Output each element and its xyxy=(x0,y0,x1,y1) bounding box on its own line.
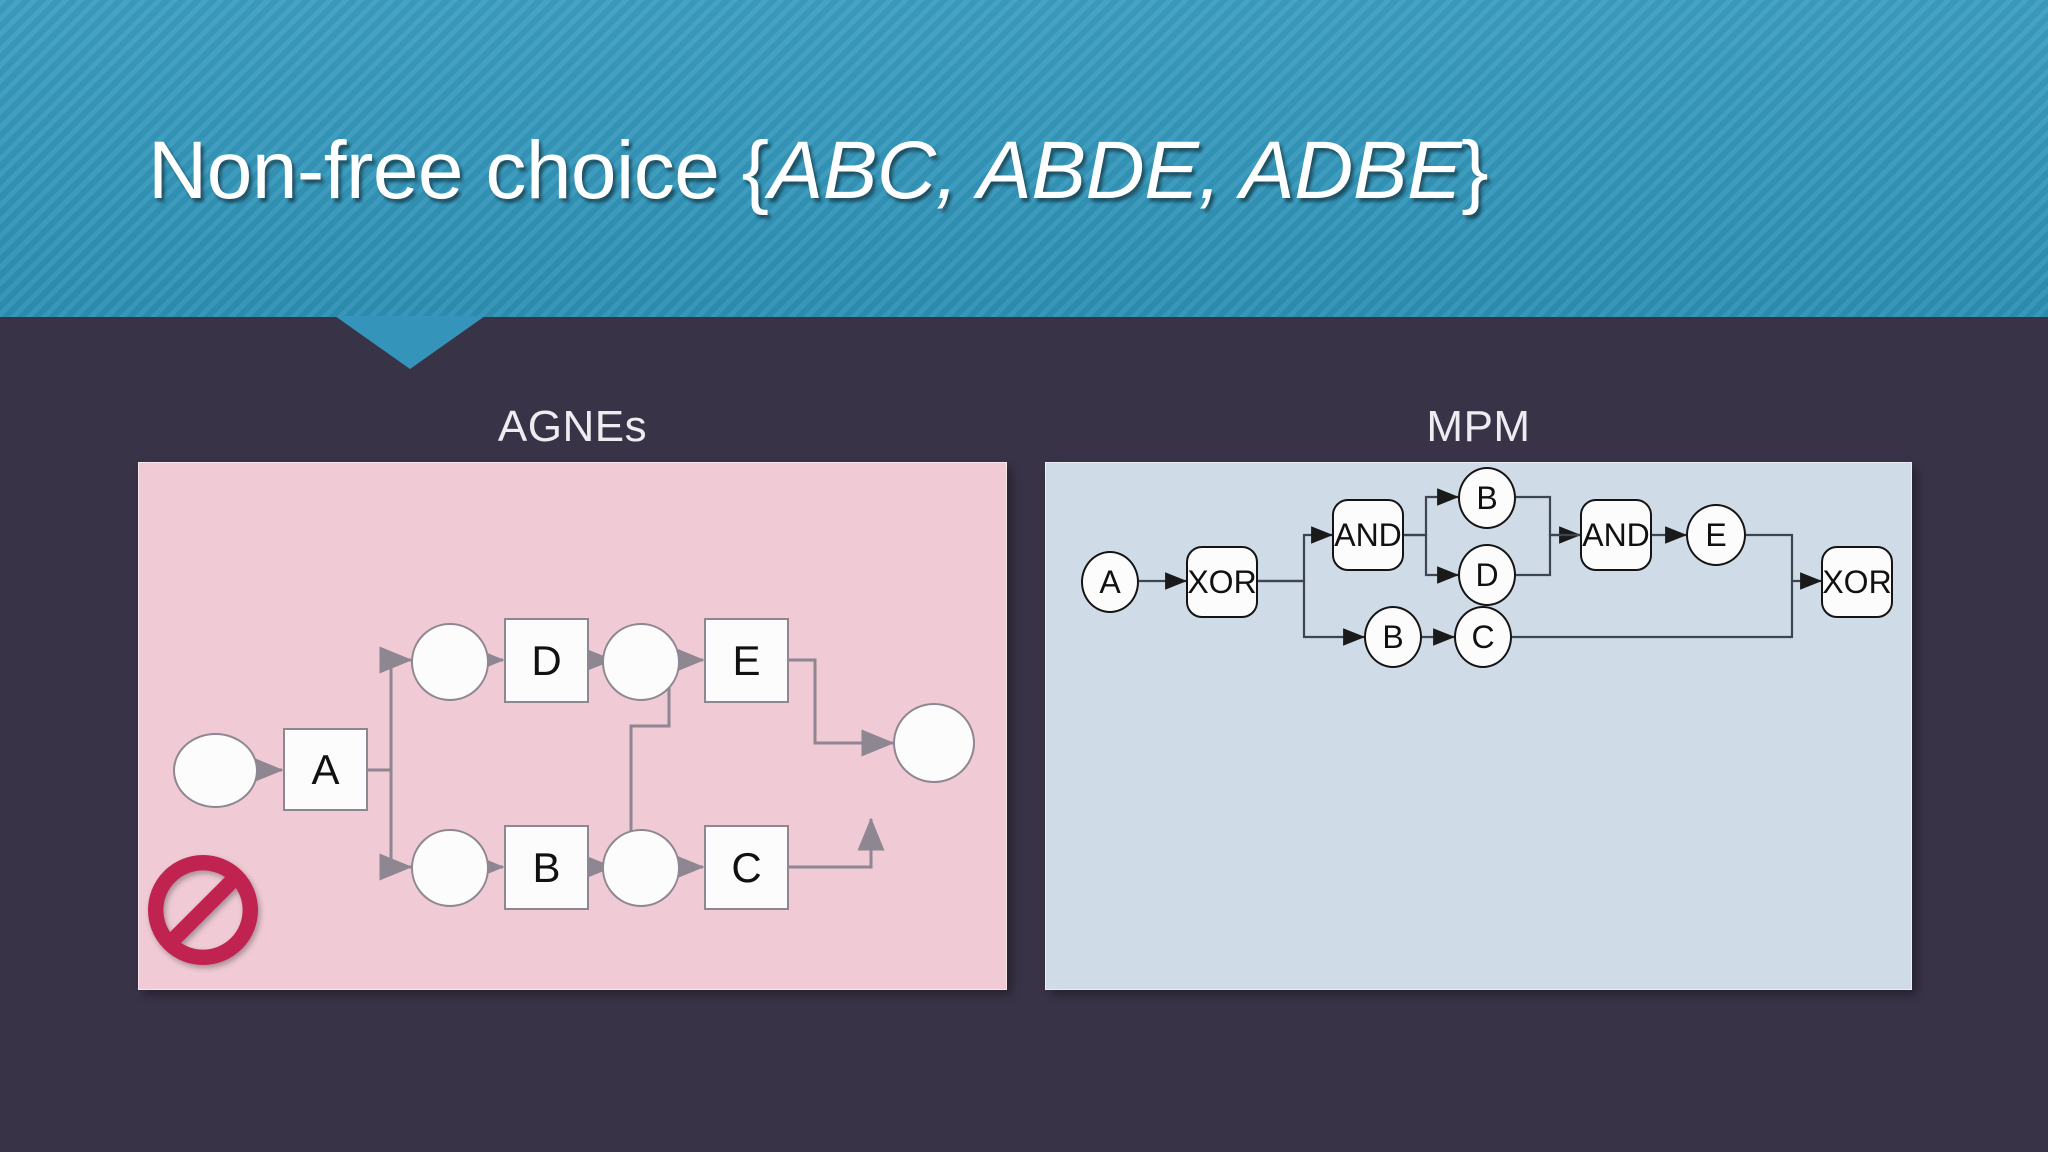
arc-A-to-up-place xyxy=(368,646,413,772)
agnes-edge-layer xyxy=(250,646,895,901)
mpm-activity-D: D xyxy=(1458,544,1516,606)
edge-D-to-AND-join xyxy=(1516,533,1580,577)
arc-A-to-low-place xyxy=(368,768,413,881)
mpm-activity-C: C xyxy=(1454,606,1512,668)
mpm-gateway-and-join: AND xyxy=(1580,499,1652,571)
agnes-place-after-D xyxy=(602,623,680,701)
mpm-activity-A: A xyxy=(1081,551,1139,613)
arc-E-to-end-place xyxy=(789,658,895,757)
title-prefix: Non-free choice { xyxy=(148,125,769,216)
agnes-transition-D: D xyxy=(504,618,589,703)
page-title: Non-free choice {ABC, ABDE, ADBE} xyxy=(148,125,1489,216)
agnes-place-end xyxy=(893,703,975,783)
agnes-transition-B: B xyxy=(504,825,589,910)
agnes-place-after-A-upper xyxy=(411,623,489,701)
arc-low-place2-to-E-cross xyxy=(629,646,705,901)
title-suffix: } xyxy=(1461,125,1489,216)
mpm-gateway-xor-split: XOR xyxy=(1186,546,1258,618)
mpm-gateway-and-split: AND xyxy=(1332,499,1404,571)
edge-C-to-XOR-join xyxy=(1512,581,1794,639)
arc-C-to-end-place xyxy=(789,817,885,869)
mpm-activity-B-lower: B xyxy=(1364,606,1422,668)
mpm-activity-B-upper: B xyxy=(1458,467,1516,529)
edge-AND-split-to-D xyxy=(1404,533,1460,584)
edge-AND-split-to-B-upper xyxy=(1404,488,1460,537)
agnes-place-after-A-lower xyxy=(411,829,489,907)
edge-XOR-split-to-B-lower xyxy=(1258,579,1366,646)
agnes-transition-C: C xyxy=(704,825,789,910)
mpm-activity-E: E xyxy=(1686,504,1746,566)
agnes-place-start xyxy=(173,733,258,808)
banner-tail-triangle xyxy=(335,316,485,369)
edge-B-upper-to-AND-join xyxy=(1516,495,1582,544)
panel-caption-mpm: MPM xyxy=(1426,402,1531,451)
title-trace-set: ABC, ABDE, ADBE xyxy=(768,125,1462,216)
prohibition-icon xyxy=(148,855,258,965)
mpm-panel: A B D E B C XOR AND AND XOR xyxy=(1045,462,1912,990)
panel-caption-agnes: AGNEs xyxy=(497,402,648,451)
agnes-transition-E: E xyxy=(704,618,789,703)
agnes-place-after-B xyxy=(602,829,680,907)
mpm-edge-layer xyxy=(1139,488,1823,646)
edge-XOR-split-to-AND-split xyxy=(1258,526,1334,583)
edge-E-to-XOR-join xyxy=(1746,533,1823,590)
agnes-transition-A: A xyxy=(283,728,368,811)
mpm-gateway-xor-join: XOR xyxy=(1821,546,1893,618)
agnes-panel: A D B E C xyxy=(138,462,1007,990)
